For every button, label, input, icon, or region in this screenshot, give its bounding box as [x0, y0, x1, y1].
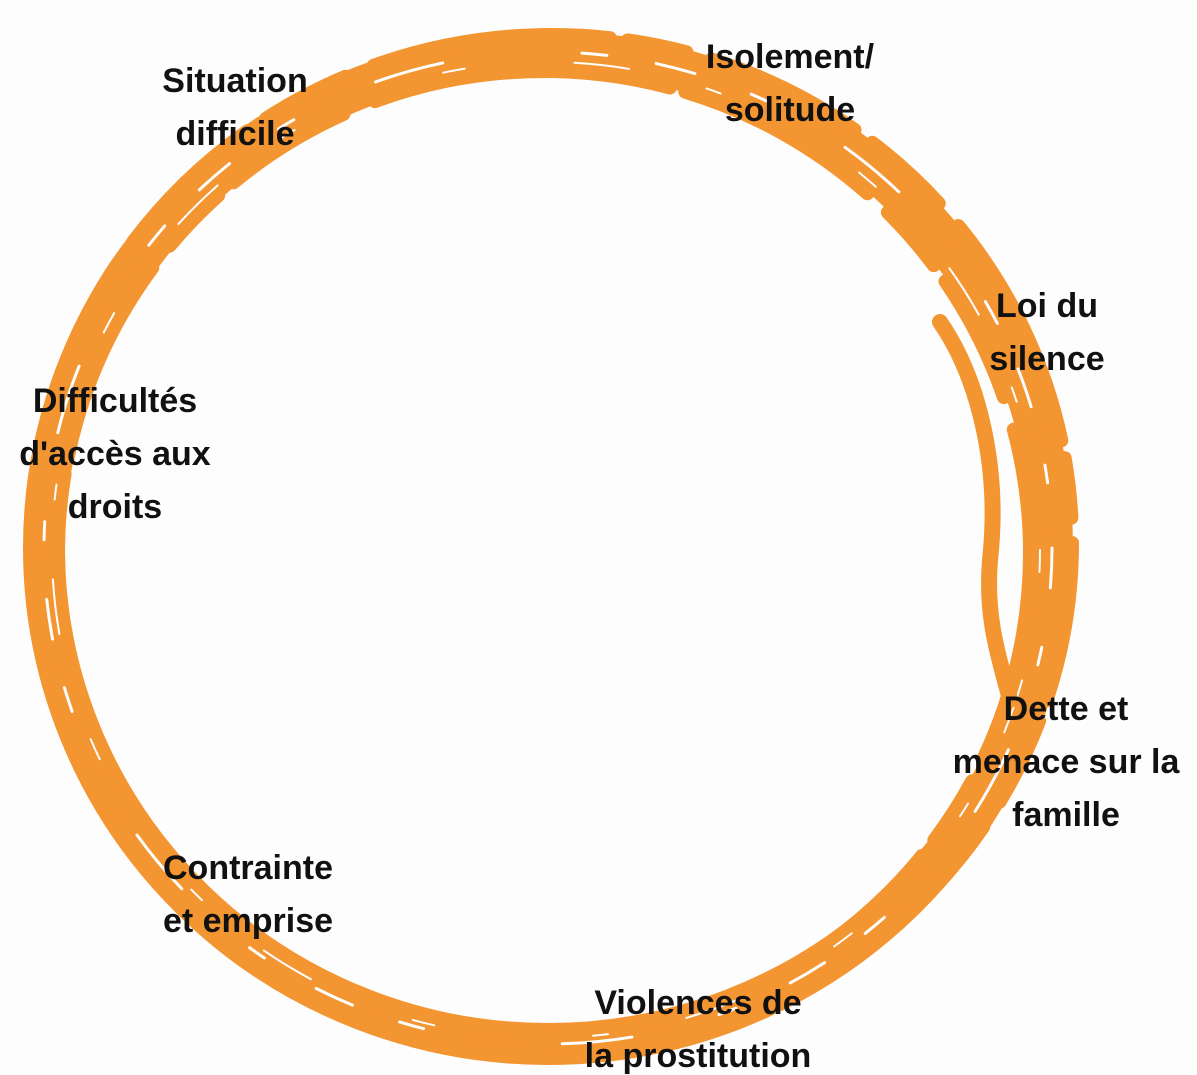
- stage-line: Contrainte: [163, 849, 333, 887]
- stage-label-isolement: Isolement/ solitude: [674, 31, 906, 137]
- ring-streak-light: [42, 50, 1054, 1046]
- stage-line: famille: [1012, 796, 1120, 834]
- stage-line: et emprise: [162, 902, 334, 940]
- stage-line: d'accès aux: [19, 435, 211, 473]
- stage-line: Situation: [162, 62, 308, 100]
- stage-label-difficultes: Difficultés d'accès aux droits: [0, 375, 230, 534]
- stage-label-loi: Loi du silence: [966, 280, 1128, 386]
- stage-line: la prostitution: [584, 1037, 812, 1075]
- stage-label-contrainte: Contrainte et emprise: [138, 842, 358, 948]
- stage-line: Loi du: [996, 287, 1098, 325]
- stage-line: droits: [67, 488, 163, 526]
- stage-label-dette: Dette et menace sur la famille: [935, 683, 1197, 842]
- stage-line: Dette et: [1003, 690, 1129, 728]
- stage-label-violences: Violences de la prostitution: [553, 977, 843, 1075]
- ring-stroke-inner: [51, 64, 1037, 1042]
- ring-streak-light-2: [51, 61, 1041, 1039]
- ring-brush-tail: [932, 314, 1018, 708]
- stage-line: Isolement/: [705, 38, 875, 76]
- stage-line: Violences de: [594, 984, 802, 1022]
- stage-line: silence: [989, 340, 1105, 378]
- stage-line: solitude: [724, 91, 856, 129]
- ring-stroke-outer: [25, 28, 1079, 1058]
- ring-stroke-mid: [47, 41, 1053, 1051]
- stage-line: menace sur la: [952, 743, 1180, 781]
- stage-line: Difficultés: [32, 382, 198, 420]
- stage-line: difficile: [175, 115, 295, 153]
- stage-label-situation: Situation difficile: [124, 55, 346, 161]
